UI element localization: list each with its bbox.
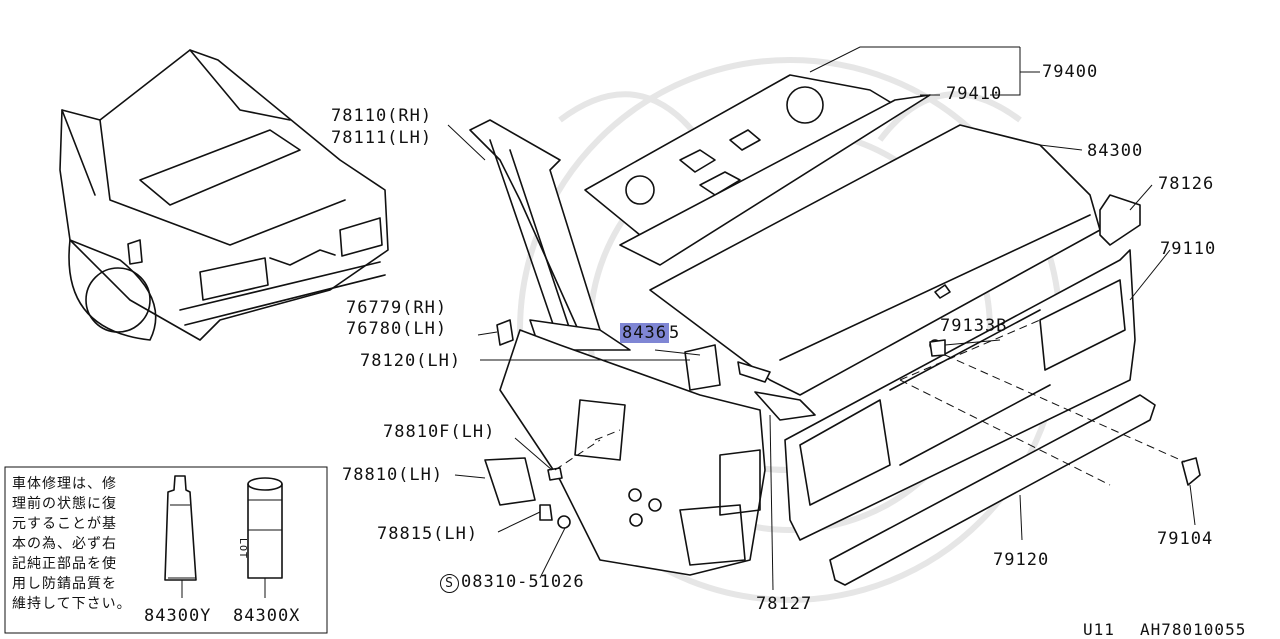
note-line: 記純正部品を使: [12, 556, 117, 572]
label-78810: 78810(LH): [342, 465, 444, 485]
label-76779: 76779(RH): [346, 298, 448, 318]
label-79104: 79104: [1157, 529, 1214, 549]
part-78126: [1099, 194, 1141, 246]
label-76780: 76780(LH): [346, 319, 448, 339]
note-line: 理前の状態に復: [12, 496, 117, 512]
label-79110: 79110: [1160, 239, 1217, 259]
part-78127: [754, 391, 816, 421]
note-line: 車体修理は、修: [12, 476, 117, 492]
trunk-lid: [649, 124, 1101, 396]
label-78120: 78120(LH): [360, 351, 462, 371]
part-78810f: [547, 467, 563, 481]
part-84365: [684, 344, 721, 391]
label-08310-text: 08310-51026: [461, 572, 585, 592]
label-78815: 78815(LH): [377, 524, 479, 544]
note-line: 維持して下さい。: [12, 596, 132, 612]
label-78127: 78127: [756, 594, 813, 614]
note-line: 用し防錆品質を: [12, 576, 117, 592]
label-84300: 84300: [1087, 141, 1144, 161]
spray-can-84300x: [247, 477, 283, 598]
quarter-panel: [499, 329, 766, 576]
part-76779: [496, 319, 514, 346]
label-78126: 78126: [1158, 174, 1215, 194]
note-line: 元することが基: [12, 516, 117, 532]
highlighted-part-number: 8436: [620, 323, 669, 343]
label-79133b: 79133B: [940, 316, 1008, 336]
label-78810f: 78810F(LH): [383, 422, 496, 442]
pillar-78110: [469, 119, 631, 351]
diagram-code: AH78010055: [1140, 620, 1247, 639]
bracket-79104: [1181, 457, 1201, 486]
label-79400: 79400: [1042, 62, 1099, 82]
label-84300x: 84300X: [233, 606, 301, 626]
s-circle-icon: S: [440, 574, 459, 593]
part-clip-78120: [737, 361, 771, 383]
model-code: U11: [1083, 620, 1115, 639]
note-line: 本の為、必ず右: [12, 536, 117, 552]
screw-08310: [557, 515, 571, 529]
leader-lines: [447, 46, 1196, 591]
label-79120: 79120: [993, 550, 1050, 570]
rear-panel: [784, 249, 1136, 541]
lower-back-panel: [829, 394, 1156, 586]
sealant-tube-84300y: [164, 475, 197, 598]
part-79133b: [929, 339, 946, 357]
label-78111: 78111(LH): [331, 128, 433, 148]
label-79410: 79410: [946, 84, 1003, 104]
label-84300y: 84300Y: [144, 606, 212, 626]
part-78815: [539, 504, 553, 521]
note-box: [4, 466, 328, 634]
car-rear-illustration: [59, 49, 389, 341]
label-84365-suffix: 5: [668, 323, 681, 343]
repair-note: 車体修理は、修 理前の状態に復 元することが基 本の為、必ず右 記純正部品を使 …: [12, 474, 152, 614]
fuel-lid-78810: [484, 457, 536, 506]
can-lot-label: LOT: [237, 538, 248, 560]
label-78110: 78110(RH): [331, 106, 433, 126]
